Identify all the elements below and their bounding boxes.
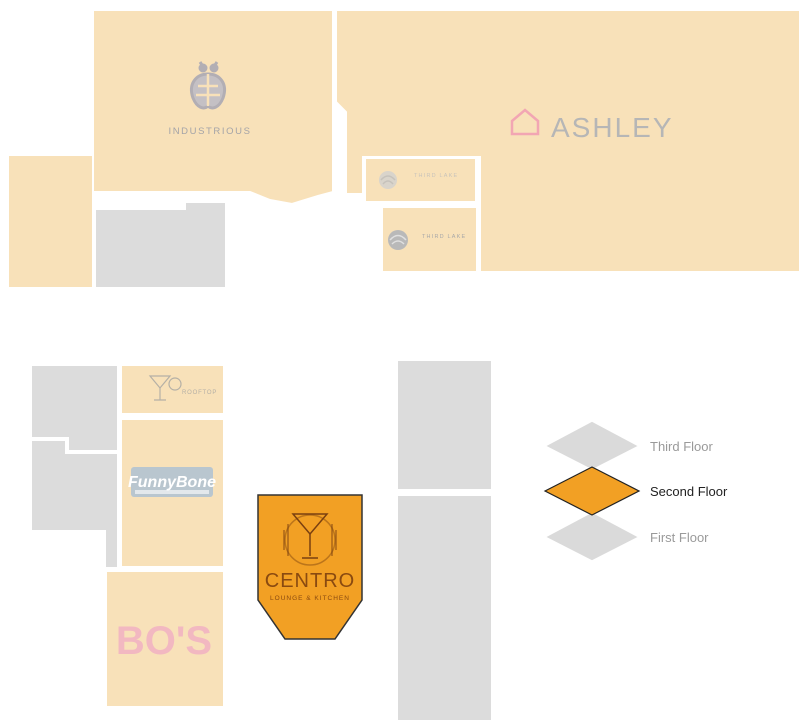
martini-icon (283, 513, 337, 566)
floor-third-diamond[interactable] (543, 420, 641, 471)
common-area-2 (30, 364, 119, 452)
bee-icon (190, 61, 226, 110)
store-third-lake-1-label: THIRD LAKE (414, 173, 458, 179)
common-area-3 (30, 439, 119, 569)
laugh-icon (131, 467, 213, 497)
store-third-lake-2-label: THIRD LAKE (422, 234, 466, 240)
floor-second-diamond[interactable] (543, 466, 641, 516)
store-centro-subtitle: LOUNGE & KITCHEN (270, 595, 350, 602)
store-speakeasy-label: ROOFTOP (182, 390, 217, 396)
store-bos-label: BO'S (116, 619, 212, 663)
floor-third-label[interactable]: Third Floor (650, 439, 714, 454)
store-bos[interactable] (105, 570, 225, 708)
floor-legend: Third Floor First Floor Second Floor (543, 420, 728, 562)
common-area-1 (94, 201, 227, 289)
floor-first-label[interactable]: First Floor (650, 530, 709, 545)
common-area-4 (396, 359, 493, 491)
store-ashley[interactable] (335, 9, 801, 273)
store-industrious-label: INDUSTRIOUS (168, 126, 251, 137)
wave-icon (379, 171, 397, 189)
wave-icon (388, 230, 408, 250)
floor-second-label[interactable]: Second Floor (650, 484, 728, 499)
store-ashley-label: ASHLEY (551, 112, 674, 143)
common-area-5 (396, 494, 493, 722)
house-icon (510, 108, 540, 136)
funny-bone-tagline-bar (135, 490, 209, 494)
store-centro-label: CENTRO (265, 570, 355, 592)
store-funny-bone-label: FunnyBone (128, 474, 216, 491)
cocktail-icon (148, 375, 182, 401)
store-industrious-annex[interactable] (7, 154, 94, 289)
store-centro[interactable] (257, 494, 363, 640)
floor-first-diamond[interactable] (543, 511, 641, 562)
